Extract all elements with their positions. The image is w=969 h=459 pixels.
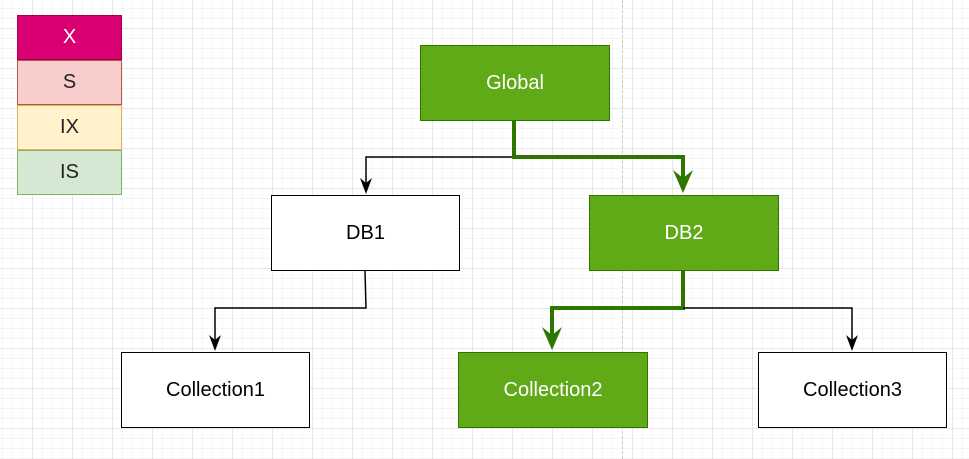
- legend-item-s[interactable]: S: [17, 60, 122, 105]
- node-collection2[interactable]: Collection2: [458, 352, 648, 428]
- legend-item-is[interactable]: IS: [17, 150, 122, 195]
- node-db1[interactable]: DB1: [271, 195, 460, 271]
- node-collection3[interactable]: Collection3: [758, 352, 947, 428]
- node-label: DB2: [664, 221, 704, 244]
- edge-global-db2[interactable]: [512, 121, 693, 193]
- lock-mode-legend: X S IX IS: [17, 15, 122, 195]
- node-label: DB1: [346, 221, 385, 244]
- edge-db2-collection3[interactable]: [683, 307, 858, 351]
- legend-label: IS: [60, 161, 79, 183]
- node-collection1[interactable]: Collection1: [121, 352, 310, 428]
- node-label: Collection1: [166, 378, 265, 401]
- edge-global-db1[interactable]: [360, 156, 514, 194]
- legend-item-x[interactable]: X: [17, 15, 122, 60]
- node-db2[interactable]: DB2: [589, 195, 779, 271]
- legend-label: S: [62, 71, 77, 93]
- legend-item-ix[interactable]: IX: [17, 105, 122, 150]
- legend-label: IX: [60, 116, 79, 138]
- node-label: Collection2: [503, 378, 603, 401]
- node-label: Collection3: [803, 378, 902, 401]
- legend-label: X: [62, 26, 77, 48]
- edge-db1-collection1[interactable]: [209, 270, 367, 351]
- node-label: Global: [486, 71, 544, 94]
- edge-db2-collection2[interactable]: [542, 271, 685, 350]
- node-global[interactable]: Global: [420, 45, 610, 121]
